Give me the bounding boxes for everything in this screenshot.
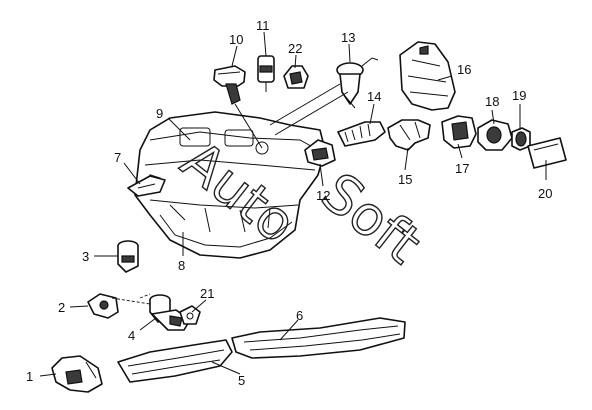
callout-16: 16 [457,62,471,77]
leader-13-tank-a [269,83,341,126]
callout-14: 14 [367,89,381,104]
fuel-cap [527,137,567,169]
heat-shield [399,41,456,111]
callout-10: 10 [229,32,243,47]
callout-2: 2 [58,300,65,315]
callout-17: 17 [455,161,469,176]
filler-neck [441,115,477,149]
dashed-guide-4 [139,293,151,299]
callout-13: 13 [341,30,355,45]
callout-22: 22 [288,41,302,56]
callout-1: 1 [26,369,33,384]
leader-10-tank [234,103,263,149]
filler-pipe [477,119,513,151]
underbody-shield-5 [117,339,233,383]
leader-13-tank-b [274,91,349,136]
watermark-line-2: Soft [310,161,433,276]
underbody-shield-6 [231,317,406,359]
filler-hose [304,119,431,167]
callout-8: 8 [178,258,185,273]
fuel-sender-unit [213,65,246,105]
bracket-2 [87,293,119,319]
level-sensor [336,57,379,109]
callout-labels: 1 2 3 4 5 6 7 8 9 10 11 12 13 14 15 16 1… [26,18,552,388]
fuel-pump [257,55,275,92]
callout-18: 18 [485,94,499,109]
filler-seal [511,127,531,151]
callout-11: 11 [256,18,270,33]
callout-15: 15 [398,172,412,187]
callout-20: 20 [538,186,552,201]
callout-4: 4 [128,328,135,343]
bracket-1 [51,355,103,393]
tank-strap [127,175,166,197]
callout-19: 19 [512,88,526,103]
callout-21: 21 [200,286,214,301]
grommet [283,65,309,89]
dashed-guide-2-4 [111,297,151,305]
callout-5: 5 [238,373,245,388]
callout-7: 7 [114,150,121,165]
callout-9: 9 [156,106,163,121]
callout-12: 12 [316,188,330,203]
callout-3: 3 [82,249,89,264]
callout-leaders [39,31,547,377]
callout-6: 6 [296,308,303,323]
clamp-21 [179,305,201,325]
float-valve [117,240,139,273]
